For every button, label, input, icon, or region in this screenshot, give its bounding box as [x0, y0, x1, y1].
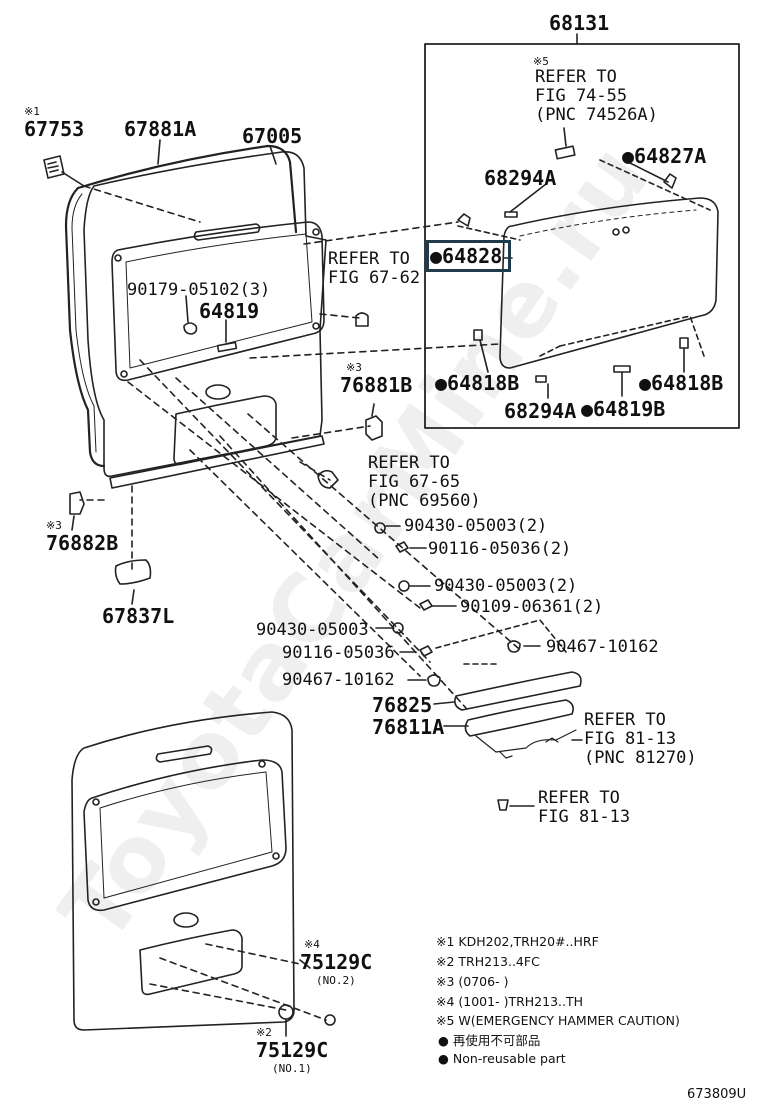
- label-refer-67-65-2: FIG 67-65: [368, 472, 461, 492]
- note-5: ※5 W(EMERGENCY HAMMER CAUTION): [436, 1013, 680, 1028]
- label-75129C-bottom-no: (NO.1): [272, 1062, 312, 1075]
- label-90109-06361: 90109-06361(2): [460, 597, 604, 617]
- label-76811A: 76811A: [372, 715, 445, 739]
- label-refer-74-55-3: (PNC 74526A): [535, 105, 658, 125]
- label-76882B-mark: ※3: [46, 519, 62, 532]
- label-refer-81-13a-3: (PNC 81270): [584, 748, 697, 768]
- label-64818B-right: ●64818B: [639, 371, 724, 395]
- label-67753: 67753: [24, 117, 85, 141]
- label-75129C-top: 75129C: [300, 950, 373, 974]
- label-64818B-left: ●64818B: [435, 371, 520, 395]
- label-75129C-bottom: 75129C: [256, 1038, 329, 1062]
- label-67881A: 67881A: [124, 117, 197, 141]
- label-68131-mark: ※5: [533, 55, 549, 68]
- label-76882B: 76882B: [46, 531, 119, 555]
- note-4: ※4 (1001- )TRH213..TH: [436, 994, 584, 1009]
- label-90430-05003-a: 90430-05003(2): [404, 516, 548, 536]
- spoiler-76825: [454, 671, 582, 711]
- highlight-64828: [426, 240, 511, 272]
- label-68294A-bottom: 68294A: [504, 399, 577, 423]
- label-75129C-top-no: (NO.2): [316, 974, 356, 987]
- label-76881B: 76881B: [340, 373, 413, 397]
- label-68294A-top: 68294A: [484, 166, 557, 190]
- label-refer-67-65-3: (PNC 69560): [368, 491, 481, 511]
- label-refer-74-55-2: FIG 74-55: [535, 86, 628, 106]
- back-door-panel: [83, 151, 327, 478]
- glass-subassembly-box: [424, 43, 740, 429]
- label-refer-81-13b-1: REFER TO: [538, 788, 620, 808]
- label-refer-81-13a-1: REFER TO: [584, 710, 666, 730]
- label-refer-81-13a-2: FIG 81-13: [584, 729, 677, 749]
- label-64828: ●64828: [430, 244, 503, 268]
- label-90116-05036-b: 90116-05036: [282, 643, 395, 663]
- figure-code: 673809U: [687, 1087, 747, 1102]
- label-67005: 67005: [242, 124, 303, 148]
- note-2: ※2 TRH213..4FC: [436, 954, 540, 969]
- label-75129C-top-mark: ※4: [304, 938, 320, 951]
- label-refer-74-55-1: REFER TO: [535, 67, 617, 87]
- label-67753-mark: ※1: [24, 105, 40, 118]
- lamp-76811A: [464, 699, 574, 737]
- label-90467-10162-left: 90467-10162: [282, 670, 395, 690]
- label-90179-05102: 90179-05102(3): [127, 280, 271, 300]
- label-67837L: 67837L: [102, 604, 175, 628]
- label-64827A: ●64827A: [622, 144, 707, 168]
- label-refer-67-62-1: REFER TO: [328, 249, 410, 269]
- note-3: ※3 (0706- ): [436, 974, 509, 989]
- back-door-glass: [499, 197, 719, 369]
- note-nonreusable-jp: ● 再使用不可部品: [438, 1033, 541, 1048]
- label-refer-67-62-2: FIG 67-62: [328, 268, 421, 288]
- label-90467-10162-right: 90467-10162: [546, 637, 659, 657]
- label-refer-81-13b-2: FIG 81-13: [538, 807, 631, 827]
- note-nonreusable-en: ● Non-reusable part: [438, 1051, 566, 1066]
- note-1: ※1 KDH202,TRH20#..HRF: [436, 934, 599, 949]
- weatherstrip: [76, 144, 298, 234]
- label-64819B: ●64819B: [581, 397, 666, 421]
- label-76881B-mark: ※3: [346, 361, 362, 374]
- label-90116-05036-a: 90116-05036(2): [428, 539, 572, 559]
- label-90430-05003-c: 90430-05003: [256, 620, 369, 640]
- label-90430-05003-b: 90430-05003(2): [434, 576, 578, 596]
- label-68131: 68131: [549, 11, 610, 35]
- label-64819: 64819: [199, 299, 260, 323]
- label-75129C-bottom-mark: ※2: [256, 1026, 272, 1039]
- label-refer-67-65-1: REFER TO: [368, 453, 450, 473]
- label-76825: 76825: [372, 693, 433, 717]
